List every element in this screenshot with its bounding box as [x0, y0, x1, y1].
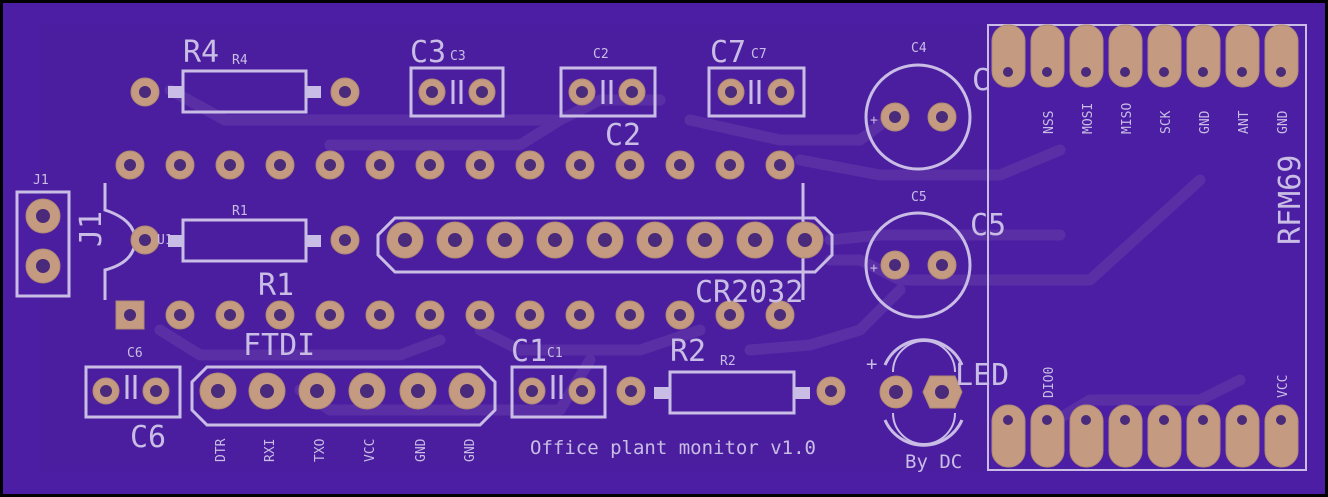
c6-value-label: C6	[127, 346, 143, 361]
resistor-r2	[654, 370, 810, 415]
c3-value-label: C3	[450, 49, 466, 64]
rfm69-pads	[991, 24, 1299, 468]
c1-value-label: C1	[547, 346, 563, 361]
ftdi-pin-label: DTR	[214, 438, 229, 462]
battery-cr2032-outline	[376, 216, 834, 274]
c2-ref-label: C2	[605, 118, 641, 153]
rfm-pin-label: DIO0	[1042, 367, 1057, 398]
rfm-pin-label: GND	[1276, 110, 1291, 134]
j1-value-label: J1	[33, 173, 49, 188]
c5-ref-label: C5	[970, 208, 1006, 243]
rfm-pin-label: MOSI	[1081, 103, 1096, 134]
connector-j1-outline	[15, 190, 71, 298]
r1-value-label: R1	[232, 204, 248, 219]
ftdi-pin-label: RXI	[263, 439, 278, 462]
c6-ref-label: C6	[130, 420, 166, 455]
c4-plus-mark: +	[870, 113, 878, 128]
ftdi-pin-label: TXO	[313, 438, 328, 462]
c7-value-label: C7	[751, 47, 767, 62]
r2-ref-label: R2	[670, 334, 706, 369]
capacitor-c7-outline	[707, 66, 806, 118]
led-outline	[883, 338, 964, 447]
c2-value-label: C2	[593, 47, 609, 62]
rfm-pin-label: SCK	[1159, 110, 1174, 134]
c4-value-label: C4	[911, 41, 927, 56]
board-author: By DC	[905, 451, 962, 473]
ftdi-label: FTDI	[243, 328, 315, 363]
rfm-pin-label: NSS	[1042, 111, 1057, 134]
rfm69-module-outline	[987, 24, 1307, 471]
rfm-pin-label: VCC	[1276, 375, 1291, 398]
capacitor-c2-outline	[559, 66, 657, 118]
capacitor-c3-outline	[409, 66, 505, 118]
r2-value-label: R2	[720, 354, 736, 369]
capacitor-c5-outline	[864, 211, 972, 319]
rfm-pin-label: GND	[1198, 110, 1213, 134]
u1-label: U1	[157, 233, 173, 248]
r4-value-label: R4	[232, 53, 248, 68]
board-title: Office plant monitor v1.0	[530, 437, 816, 459]
rfm-c-label: C	[972, 63, 990, 98]
ftdi-pin-label: GND	[414, 438, 429, 462]
through-hole-pads	[25, 77, 963, 410]
c5-value-label: C5	[911, 190, 927, 205]
led-ref-label: LED	[955, 358, 1009, 393]
capacitor-c1-outline	[510, 365, 607, 419]
rfm-pin-label: ANT	[1237, 110, 1252, 134]
j1-ref-label: J1	[74, 211, 109, 247]
rfm69-label: RFM69	[1273, 155, 1308, 245]
capacitor-symbols	[125, 80, 761, 399]
cr2032-label: CR2032	[695, 275, 803, 310]
resistor-r4	[168, 69, 321, 114]
resistor-r1	[168, 218, 321, 263]
r1-ref-label: R1	[258, 268, 294, 303]
led-plus-mark: +	[866, 353, 877, 375]
c1-ref-label: C1	[511, 334, 547, 369]
c3-ref-label: C3	[410, 35, 446, 70]
c5-plus-mark: +	[870, 261, 878, 276]
ftdi-pin-label: VCC	[363, 439, 378, 462]
ftdi-header-outline	[190, 365, 497, 427]
r4-ref-label: R4	[183, 35, 219, 70]
rfm-pin-label: MISO	[1120, 103, 1135, 134]
c7-ref-label: C7	[710, 35, 746, 70]
capacitor-c6-outline	[84, 365, 182, 419]
capacitor-c4-outline	[864, 63, 972, 171]
ftdi-pin-label: GND	[463, 438, 478, 462]
